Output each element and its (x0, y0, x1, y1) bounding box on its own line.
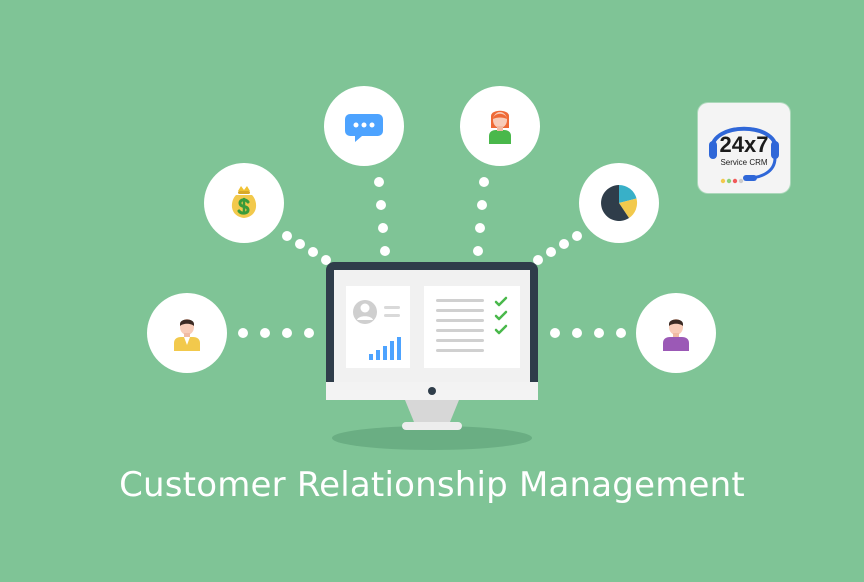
right-user-node (636, 293, 716, 373)
badge-sub-text: Service CRM (720, 158, 768, 167)
monitor-dashboard-icon (326, 262, 538, 450)
badge-card: 24x7 Service CRM (698, 103, 790, 193)
pie-chart-icon (601, 184, 638, 221)
service-badge: 24x7 Service CRM (698, 103, 790, 193)
pie-chart-node (579, 163, 659, 243)
page-title: Customer Relationship Management (119, 465, 745, 505)
crm-monitor (326, 262, 538, 452)
chat-node (324, 86, 404, 166)
female-user-node (460, 86, 540, 166)
female-user-icon (489, 110, 511, 144)
badge-main-text: 24x7 (719, 132, 769, 157)
money-bag-node (204, 163, 284, 243)
chat-bubble-icon (345, 114, 383, 142)
headset-icon (709, 126, 779, 184)
user-icon (663, 319, 689, 351)
left-user-node (147, 293, 227, 373)
money-bag-icon (231, 186, 257, 218)
user-icon (174, 319, 200, 351)
